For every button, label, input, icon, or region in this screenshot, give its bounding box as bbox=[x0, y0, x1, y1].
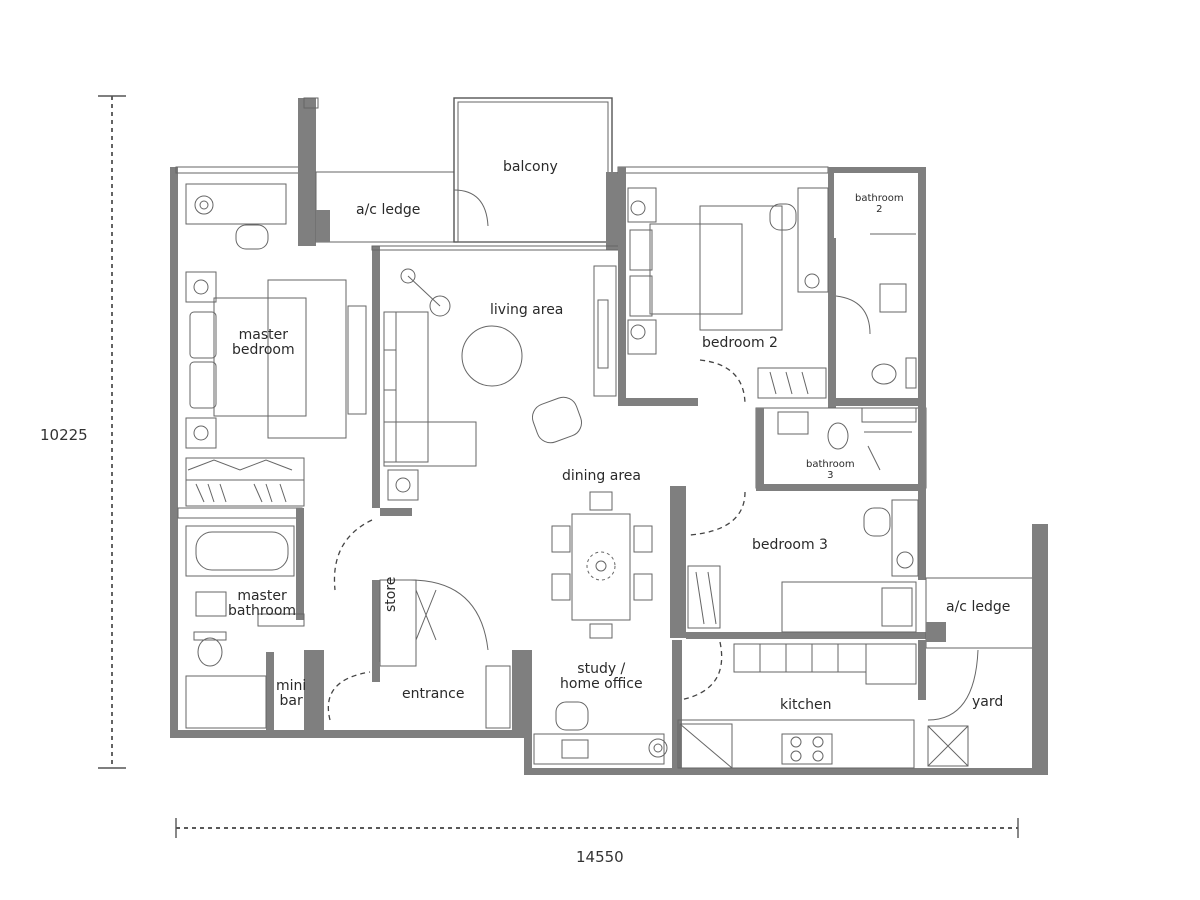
dimension-height: 10225 bbox=[40, 426, 88, 444]
label-master-bedroom: master bedroom bbox=[232, 327, 295, 358]
label-bedroom-3: bedroom 3 bbox=[752, 537, 828, 553]
walls bbox=[170, 97, 1048, 775]
dimension-lines bbox=[98, 95, 1019, 838]
label-mini-bar: mini bar bbox=[276, 678, 307, 709]
furniture bbox=[185, 183, 969, 769]
dimension-width: 14550 bbox=[576, 848, 624, 866]
label-ac-ledge-top: a/c ledge bbox=[356, 202, 421, 218]
label-entrance: entrance bbox=[402, 686, 465, 702]
label-living-area: living area bbox=[490, 302, 564, 318]
label-yard: yard bbox=[972, 694, 1004, 710]
label-balcony: balcony bbox=[503, 159, 558, 175]
label-master-bathroom: master bathroom bbox=[228, 588, 297, 619]
label-study-home-office: study / home office bbox=[560, 661, 643, 692]
label-bathroom-2: bathroom 2 bbox=[855, 193, 904, 215]
label-dining-area: dining area bbox=[562, 468, 641, 484]
label-kitchen: kitchen bbox=[780, 697, 832, 713]
label-bedroom-2: bedroom 2 bbox=[702, 335, 778, 351]
label-store: store bbox=[383, 576, 399, 612]
label-bathroom-3: bathroom 3 bbox=[806, 459, 855, 481]
label-ac-ledge-right: a/c ledge bbox=[946, 599, 1011, 615]
door-swings bbox=[327, 189, 979, 721]
